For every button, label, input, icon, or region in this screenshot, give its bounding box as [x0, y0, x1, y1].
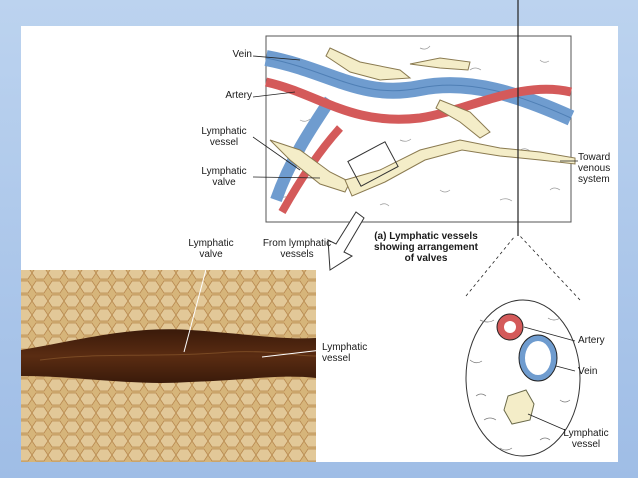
cross-section	[465, 235, 581, 457]
label-from-lymphatic: From lymphatic vessels	[262, 238, 332, 260]
caption-a: (a) Lymphatic vessels showing arrangemen…	[374, 231, 478, 264]
cross-label-artery: Artery	[578, 335, 605, 346]
vein-branch	[270, 96, 335, 202]
cross-label-lymphatic: Lymphatic vessel	[563, 428, 609, 450]
label-artery: Artery	[225, 90, 252, 101]
cross-label-vein: Vein	[578, 366, 598, 377]
label-lymphatic-valve: Lymphatic valve	[201, 166, 247, 188]
label-lymphatic-vessel: Lymphatic vessel	[201, 126, 247, 148]
photo-lymphatic-vessel	[21, 329, 316, 383]
lymph-cross	[503, 389, 535, 425]
label-vein: Vein	[232, 49, 252, 60]
micrograph-photo	[21, 261, 323, 462]
artery-vessel	[265, 77, 573, 124]
label-toward-venous: Toward venous system	[578, 152, 611, 185]
tissue-panel	[252, 0, 578, 271]
photo-label-valve: Lymphatic valve	[188, 238, 234, 260]
photo-label-vessel: Lymphatic vessel	[322, 342, 368, 364]
